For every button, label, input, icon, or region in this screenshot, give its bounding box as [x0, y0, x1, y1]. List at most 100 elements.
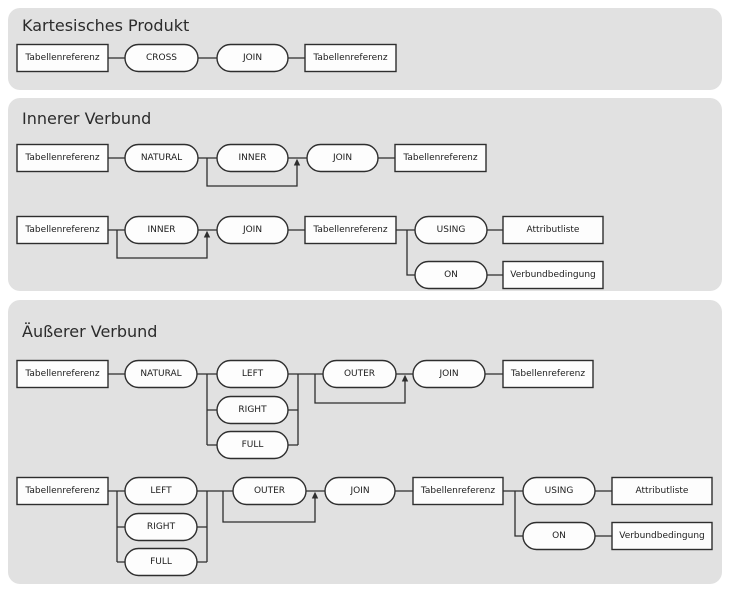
natural-box: [124, 359, 198, 389]
full-label: FULL: [150, 557, 172, 567]
attributliste-label: Attributliste: [636, 486, 689, 496]
node-cross: CROSS: [124, 43, 199, 73]
bypass-line: [116, 230, 208, 259]
node-attributliste: Attributliste: [502, 215, 604, 245]
left-label: LEFT: [150, 486, 172, 496]
join-label: JOIN: [242, 225, 262, 235]
node-on: ON: [414, 260, 488, 290]
attributliste-label: Attributliste: [527, 225, 580, 235]
outer-label: OUTER: [254, 486, 285, 496]
node-tabellenreferenz: Tabellenreferenz: [16, 143, 109, 173]
branch-line: [514, 491, 523, 537]
on-box: [522, 521, 596, 551]
verbundbedingung-label: Verbundbedingung: [510, 270, 596, 280]
node-using: USING: [414, 215, 488, 245]
node-verbundbedingung: Verbundbedingung: [611, 521, 713, 551]
tabellenreferenz-label: Tabellenreferenz: [510, 369, 586, 379]
bypass-line: [222, 491, 316, 523]
node-tabellenreferenz: Tabellenreferenz: [304, 43, 397, 73]
node-tabellenreferenz: Tabellenreferenz: [16, 43, 109, 73]
join-label: JOIN: [332, 153, 352, 163]
bypass-line: [314, 374, 406, 404]
tabellenreferenz-label: Tabellenreferenz: [420, 486, 496, 496]
natural-label: NATURAL: [141, 153, 182, 163]
section-title: Kartesisches Produkt: [22, 16, 189, 35]
right-box: [124, 512, 198, 542]
node-join: JOIN: [306, 143, 379, 173]
node-join: JOIN: [324, 476, 396, 506]
section-title: Äußerer Verbund: [22, 322, 157, 341]
node-tabellenreferenz: Tabellenreferenz: [394, 143, 487, 173]
on-box: [414, 260, 488, 290]
right-label: RIGHT: [147, 522, 176, 532]
tabellenreferenz-label: Tabellenreferenz: [24, 369, 100, 379]
alternative-branch-lines: [116, 491, 208, 563]
node-left: LEFT: [216, 359, 289, 389]
verbundbedingung-box: [502, 260, 604, 290]
join-box: [324, 476, 396, 506]
full-label: FULL: [242, 440, 264, 450]
cross-box: [124, 43, 199, 73]
tabellenreferenz-label: Tabellenreferenz: [24, 53, 100, 63]
on-label: ON: [444, 270, 458, 280]
tabellenreferenz-box: [502, 359, 594, 389]
node-tabellenreferenz: Tabellenreferenz: [16, 476, 109, 506]
tabellenreferenz-box: [16, 215, 109, 245]
using-label: USING: [545, 486, 574, 496]
node-full: FULL: [124, 547, 198, 577]
inner-box: [124, 215, 199, 245]
inner-label: INNER: [238, 153, 266, 163]
node-on: ON: [522, 521, 596, 551]
natural-label: NATURAL: [140, 369, 181, 379]
natural-box: [124, 143, 199, 173]
verbundbedingung-label: Verbundbedingung: [619, 531, 705, 541]
node-outer: OUTER: [322, 359, 397, 389]
node-verbundbedingung: Verbundbedingung: [502, 260, 604, 290]
node-inner: INNER: [124, 215, 199, 245]
node-inner: INNER: [216, 143, 289, 173]
using-box: [522, 476, 596, 506]
tabellenreferenz-box: [304, 43, 397, 73]
tabellenreferenz-label: Tabellenreferenz: [24, 225, 100, 235]
left-label: LEFT: [242, 369, 264, 379]
using-box: [414, 215, 488, 245]
tabellenreferenz-label: Tabellenreferenz: [24, 486, 100, 496]
node-natural: NATURAL: [124, 359, 198, 389]
tabellenreferenz-box: [394, 143, 487, 173]
node-full: FULL: [216, 430, 289, 460]
tabellenreferenz-box: [16, 476, 109, 506]
node-right: RIGHT: [216, 395, 289, 425]
right-label: RIGHT: [238, 405, 267, 415]
node-tabellenreferenz: Tabellenreferenz: [502, 359, 594, 389]
branch-line: [406, 230, 415, 276]
join-box: [216, 43, 289, 73]
attributliste-box: [502, 215, 604, 245]
inner-label: INNER: [147, 225, 175, 235]
tabellenreferenz-label: Tabellenreferenz: [402, 153, 478, 163]
node-join: JOIN: [412, 359, 486, 389]
tabellenreferenz-box: [16, 43, 109, 73]
join-box: [412, 359, 486, 389]
node-tabellenreferenz: Tabellenreferenz: [412, 476, 504, 506]
left-box: [216, 359, 289, 389]
full-box: [124, 547, 198, 577]
node-tabellenreferenz: Tabellenreferenz: [304, 215, 397, 245]
tabellenreferenz-label: Tabellenreferenz: [24, 153, 100, 163]
join-label: JOIN: [438, 369, 458, 379]
tabellenreferenz-box: [16, 143, 109, 173]
arrow-up-icon: [203, 230, 211, 238]
node-natural: NATURAL: [124, 143, 199, 173]
node-join: JOIN: [216, 43, 289, 73]
outer-box: [322, 359, 397, 389]
using-label: USING: [437, 225, 466, 235]
tabellenreferenz-label: Tabellenreferenz: [312, 225, 388, 235]
inner-box: [216, 143, 289, 173]
on-label: ON: [552, 531, 566, 541]
bypass-line: [206, 158, 298, 187]
join-label: JOIN: [242, 53, 262, 63]
node-tabellenreferenz: Tabellenreferenz: [16, 359, 109, 389]
section-title: Innerer Verbund: [22, 109, 151, 128]
arrow-up-icon: [401, 374, 409, 382]
right-box: [216, 395, 289, 425]
